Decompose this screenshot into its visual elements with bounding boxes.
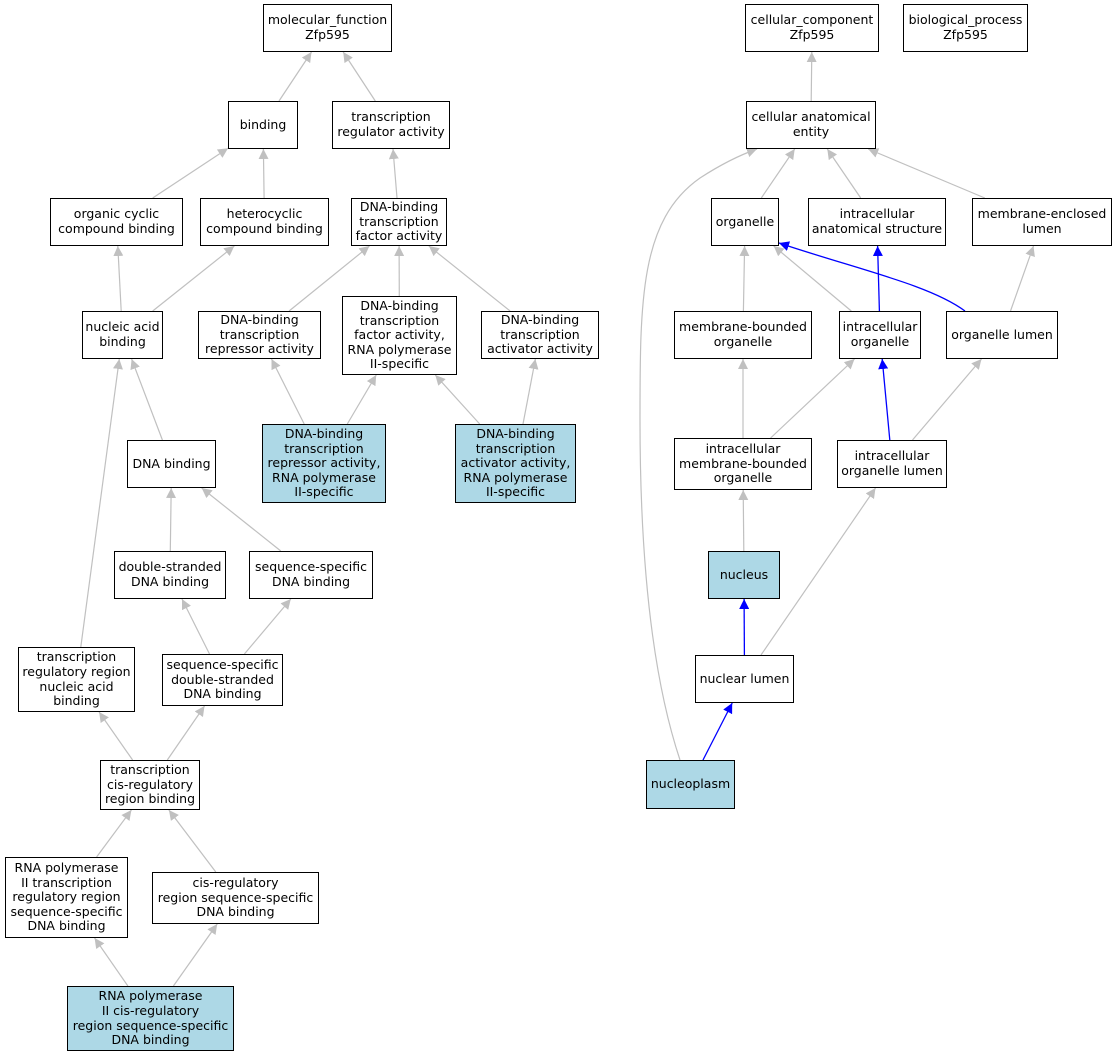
edge-membrane_bounded_organelle-to-organelle (739, 245, 750, 312)
edge-organic_cyclic_compound_binding-to-binding (152, 147, 229, 199)
edge-rnap2_cis_regulatory_binding-to-cis_regulatory_seq_specific_binding (172, 923, 218, 987)
node-intracellular-membrane-bounded-organelle[interactable]: intracellular membrane-bounded organelle (674, 438, 812, 490)
node-cellular-component[interactable]: cellular_component Zfp595 (745, 4, 879, 52)
edge-intracellular_anatomical_structure-to-cellular_anatomical_entity (826, 148, 862, 199)
node-dna-binding-activator-rnap2[interactable]: DNA-binding transcription activator acti… (455, 424, 576, 503)
node-sequence-specific-dna-binding[interactable]: sequence-specific DNA binding (249, 551, 373, 599)
node-cis-regulatory-seq-specific-binding[interactable]: cis-regulatory region sequence-specific … (152, 872, 319, 924)
node-transcription-cis-regulatory-binding[interactable]: transcription cis-regulatory region bind… (100, 760, 200, 810)
node-nucleoplasm[interactable]: nucleoplasm (646, 760, 735, 809)
edge-cis_regulatory_seq_specific_binding-to-transcription_cis_regulatory_binding (168, 809, 217, 873)
node-dna-binding-tf-activity-rnap2[interactable]: DNA-binding transcription factor activit… (342, 296, 457, 375)
edge-seq_specific_ds_dna_binding-to-sequence_specific_dna_binding (243, 598, 292, 655)
node-nucleus[interactable]: nucleus (708, 551, 780, 599)
edge-heterocyclic_compound_binding-to-binding (258, 148, 269, 199)
edge-dna_binding_repressor_rnap2-to-dna_binding_tf_activity_rnap2 (346, 374, 377, 425)
edge-transcription_cis_regulatory_binding-to-transcription_regulatory_region_binding (98, 711, 134, 761)
edge-intracellular_membrane_bounded_organelle-to-intracellular_organelle (770, 358, 855, 439)
edge-nucleic_acid_binding-to-organic_cyclic_compound_binding (113, 245, 124, 312)
edge-nucleus-to-intracellular_membrane_bounded_organelle (738, 489, 749, 552)
edge-dna_binding_repressor_rnap2-to-dna_binding_repressor_activity (270, 358, 305, 425)
edge-nucleoplasm-to-cellular_anatomical_entity (639, 147, 758, 761)
edge-nucleic_acid_binding-to-heterocyclic_compound_binding (152, 245, 235, 312)
edge-double_stranded_dna_binding-to-dna_binding (166, 487, 177, 552)
edge-transcription_cis_regulatory_binding-to-seq_specific_ds_dna_binding (166, 705, 205, 761)
edge-dna_binding_repressor_activity-to-dna_binding_tf_activity (288, 245, 370, 312)
edge-membrane_enclosed_lumen-to-cellular_anatomical_entity (867, 148, 986, 199)
edge-nucleoplasm-to-nuclear_lumen (702, 702, 733, 761)
node-dna-binding-tf-activity[interactable]: DNA-binding transcription factor activit… (351, 198, 447, 246)
node-cellular-anatomical-entity[interactable]: cellular anatomical entity (746, 101, 876, 149)
edge-organelle_lumen-to-membrane_enclosed_lumen (1009, 245, 1035, 312)
node-binding[interactable]: binding (228, 101, 298, 149)
edge-transcription_regulatory_region_binding-to-nucleic_acid_binding (80, 358, 123, 648)
node-dna-binding-repressor-rnap2[interactable]: DNA-binding transcription repressor acti… (262, 424, 386, 503)
edge-binding-to-molecular_function (278, 51, 313, 102)
node-heterocyclic-compound-binding[interactable]: heterocyclic compound binding (200, 198, 329, 246)
edge-seq_specific_ds_dna_binding-to-double_stranded_dna_binding (181, 598, 211, 655)
edge-sequence_specific_dna_binding-to-dna_binding (201, 487, 282, 552)
edge-organelle_lumen-to-organelle (778, 241, 966, 312)
node-transcription-regulator-activity[interactable]: transcription regulator activity (332, 101, 450, 149)
node-intracellular-organelle-lumen[interactable]: intracellular organelle lumen (837, 440, 947, 488)
node-molecular-function[interactable]: molecular_function Zfp595 (263, 4, 392, 52)
node-dna-binding-repressor-activity[interactable]: DNA-binding transcription repressor acti… (198, 311, 321, 359)
edge-dna_binding_activator_activity-to-dna_binding_tf_activity (428, 245, 511, 312)
edge-intracellular_organelle_lumen-to-intracellular_organelle (878, 358, 891, 441)
node-transcription-regulatory-region-binding[interactable]: transcription regulatory region nucleic … (18, 647, 135, 712)
edge-intracellular_organelle-to-organelle (773, 245, 852, 312)
edge-intracellular_organelle-to-intracellular_anatomical_structure (872, 245, 883, 312)
edge-dna_binding_activator_rnap2-to-dna_binding_tf_activity_rnap2 (434, 374, 481, 425)
edge-intracellular_organelle_lumen-to-organelle_lumen (912, 358, 982, 441)
node-membrane-bounded-organelle[interactable]: membrane-bounded organelle (674, 311, 812, 359)
edge-cellular_anatomical_entity-to-cellular_component (806, 51, 817, 102)
node-organelle[interactable]: organelle (711, 198, 779, 246)
node-rnap2-transcription-regulatory-binding[interactable]: RNA polymerase II transcription regulato… (5, 857, 128, 938)
edge-rnap2_cis_regulatory_binding-to-rnap2_transcription_regulatory_binding (94, 937, 129, 987)
node-rnap2-cis-regulatory-binding[interactable]: RNA polymerase II cis-regulatory region … (67, 986, 234, 1051)
node-membrane-enclosed-lumen[interactable]: membrane-enclosed lumen (972, 198, 1112, 246)
edge-dna_binding_activator_rnap2-to-dna_binding_activator_activity (522, 358, 539, 425)
node-biological-process[interactable]: biological_process Zfp595 (903, 4, 1028, 52)
node-seq-specific-ds-dna-binding[interactable]: sequence-specific double-stranded DNA bi… (162, 654, 283, 706)
edge-nuclear_lumen-to-intracellular_organelle_lumen (760, 487, 876, 656)
edge-transcription_regulator_activity-to-molecular_function (342, 51, 376, 102)
edge-rnap2_transcription_regulatory_binding-to-transcription_cis_regulatory_binding (96, 809, 132, 858)
node-intracellular-organelle[interactable]: intracellular organelle (839, 311, 921, 359)
node-dna-binding[interactable]: DNA binding (127, 440, 216, 488)
node-double-stranded-dna-binding[interactable]: double-stranded DNA binding (114, 551, 226, 599)
node-intracellular-anatomical-structure[interactable]: intracellular anatomical structure (808, 198, 946, 246)
node-organic-cyclic-compound-binding[interactable]: organic cyclic compound binding (50, 198, 183, 246)
node-dna-binding-activator-activity[interactable]: DNA-binding transcription activator acti… (481, 311, 599, 359)
edge-organelle-to-cellular_anatomical_entity (760, 148, 796, 199)
edge-dna_binding_tf_activity-to-transcription_regulator_activity (388, 148, 399, 199)
edge-dna_binding-to-nucleic_acid_binding (130, 358, 163, 441)
node-nuclear-lumen[interactable]: nuclear lumen (695, 655, 794, 703)
node-organelle-lumen[interactable]: organelle lumen (946, 311, 1058, 359)
node-nucleic-acid-binding[interactable]: nucleic acid binding (82, 311, 163, 359)
